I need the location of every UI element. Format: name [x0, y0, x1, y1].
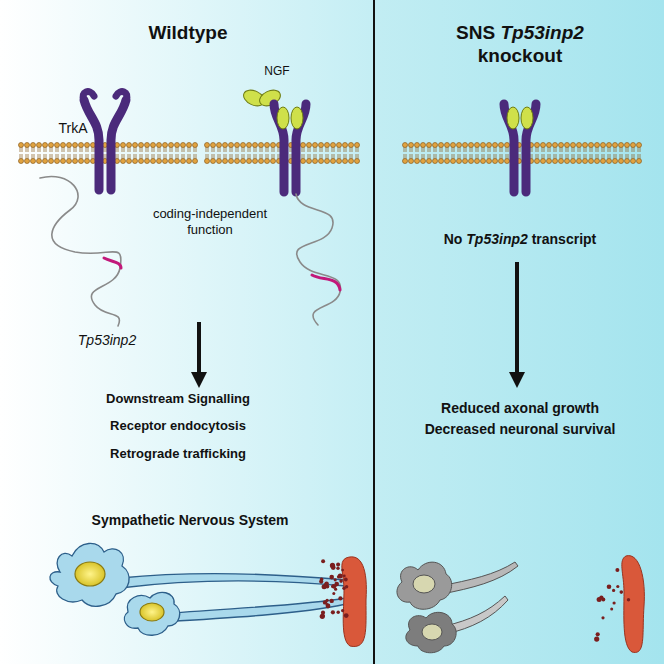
transcript-label: No Tp53inp2 transcript	[405, 231, 635, 248]
secretory-dot	[599, 595, 603, 599]
secretory-dot	[321, 614, 324, 617]
secretory-dot	[342, 587, 345, 590]
secretory-dot	[341, 609, 344, 612]
nucleus	[413, 575, 442, 640]
divider	[373, 0, 375, 664]
secretory-dot	[332, 584, 337, 589]
secretory-dot	[601, 616, 604, 619]
sympathetic-neuron	[50, 543, 346, 635]
secretory-dot	[330, 599, 334, 603]
secretory-dot	[329, 575, 334, 580]
secretory-dots	[594, 568, 630, 642]
secretory-dot	[331, 585, 334, 588]
receptor-label: TrkA	[43, 120, 103, 137]
flow-arrow	[191, 262, 525, 388]
outcome-label: Decreased neuronal survival	[395, 421, 645, 438]
transcript-label: Tp53inp2	[57, 332, 157, 349]
secretory-dot	[319, 580, 323, 584]
degenerating-neuron	[397, 562, 518, 653]
secretory-dot	[324, 581, 328, 585]
panel-title: SNS Tp53inp2 knockout	[420, 22, 620, 68]
secretory-dot	[620, 590, 624, 594]
outcome-label: Retrograde trafficking	[68, 446, 288, 462]
secretory-dot	[320, 614, 325, 619]
secretory-dot	[332, 592, 335, 595]
secretory-dot	[323, 600, 327, 604]
panel-ground	[374, 0, 664, 664]
secretory-dot	[336, 567, 339, 570]
secretory-dot	[627, 598, 630, 601]
secretory-dot	[338, 574, 343, 579]
secretory-dot	[613, 601, 616, 604]
secretory-dot	[615, 568, 619, 572]
secretory-dot	[612, 589, 615, 592]
outcome-label: Reduced axonal growth	[395, 400, 645, 417]
secretory-dot	[338, 596, 342, 600]
secretory-dot	[336, 563, 340, 567]
secretory-dots	[319, 559, 349, 619]
trka-receptor	[504, 104, 536, 192]
secretory-dot	[326, 604, 331, 609]
secretory-dot	[331, 565, 336, 570]
secretory-dot	[337, 611, 340, 614]
mechanism-label: coding-independent function	[135, 206, 285, 237]
trka-receptor	[274, 104, 306, 192]
secretory-dot	[344, 613, 349, 618]
secretory-dot	[343, 575, 346, 578]
panel-title: Wildtype	[88, 22, 288, 45]
panel-ground	[0, 0, 374, 664]
target-tissue	[342, 557, 367, 647]
ligand-label: NGF	[247, 64, 307, 78]
secretory-dot	[334, 578, 337, 581]
nucleus	[75, 562, 164, 621]
secretory-dot	[344, 578, 348, 582]
rna-strand	[40, 176, 341, 326]
outcome-label: Receptor endocytosis	[68, 418, 288, 434]
secretory-dot	[331, 610, 335, 614]
secretory-dot	[594, 637, 599, 642]
secretory-dot	[610, 607, 613, 610]
secretory-dot	[321, 559, 325, 563]
target-tissue	[622, 556, 645, 653]
secretory-dot	[616, 585, 619, 588]
trka-receptor	[83, 92, 127, 190]
secretory-dot	[339, 579, 343, 583]
secretory-dot	[607, 585, 612, 590]
secretory-dot	[596, 632, 600, 636]
secretory-dot	[341, 569, 344, 572]
outcome-label: Downstream Signalling	[68, 391, 288, 407]
system-label: Sympathetic Nervous System	[50, 512, 330, 529]
